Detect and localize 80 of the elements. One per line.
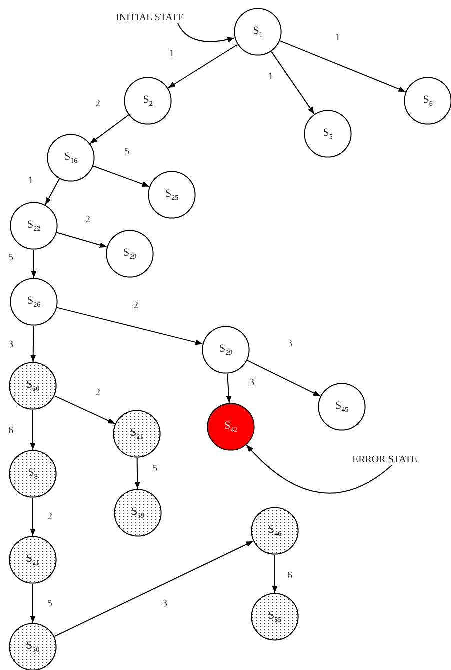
edge-label: 5 — [8, 252, 14, 264]
state-label: S$_{26}$ — [27, 294, 41, 310]
edge-label: 3 — [162, 598, 168, 610]
arrow — [44, 178, 60, 206]
arrow — [271, 51, 315, 115]
state-label: S$_{30}$ — [26, 378, 40, 394]
note-text: INITIAL STATE — [116, 12, 184, 24]
edge-label: 2 — [84, 214, 92, 226]
state-label: S$_{2}$ — [143, 94, 153, 108]
state-circle — [47, 134, 95, 182]
state-circle — [234, 8, 282, 56]
edge-label: 2 — [94, 388, 102, 398]
state-label: S$_{46}$ — [268, 524, 282, 538]
edge-label: 1 — [28, 176, 34, 186]
arrow — [280, 40, 406, 92]
edge-label: 3 — [8, 340, 14, 350]
curved-arrow — [178, 23, 236, 42]
state-label: S$_{16}$ — [64, 150, 78, 166]
edge-label: 5 — [152, 464, 158, 474]
arrow — [30, 498, 36, 536]
hatched-state-circle — [9, 362, 57, 410]
state-label: S$_{22}$ — [27, 218, 41, 234]
arrow — [272, 554, 278, 594]
hatched-state-circle — [113, 410, 161, 458]
state-circle — [148, 171, 196, 219]
arrow — [168, 44, 238, 89]
edge-label: 1 — [334, 32, 342, 44]
edge-label: 5 — [124, 146, 130, 158]
state-circle — [318, 383, 366, 431]
edge-label: 6 — [8, 426, 14, 436]
arrow — [226, 373, 232, 404]
note-text: ERROR STATE — [352, 454, 418, 466]
arrow — [56, 307, 204, 346]
state-circle — [124, 77, 172, 125]
edge-label: 2 — [94, 98, 102, 110]
state-label: S$_{85}$ — [268, 610, 282, 624]
arrow — [30, 326, 36, 362]
state-label: S$_{42}$ — [224, 420, 238, 434]
error-state-circle — [207, 403, 255, 451]
edge-label: 5 — [46, 598, 54, 610]
curved-arrow — [246, 444, 392, 494]
hatched-state-circle — [9, 450, 57, 498]
state-circle — [10, 202, 58, 250]
hatched-state-circle — [9, 536, 57, 584]
state-label: S$_{8}$ — [28, 466, 38, 482]
state-label: S$_{5}$ — [323, 126, 333, 142]
state-label: S$_{45}$ — [335, 400, 349, 414]
state-label: S$_{1}$ — [253, 24, 263, 40]
state-circle — [106, 230, 154, 278]
hatched-state-circle — [251, 593, 299, 641]
state-label: S$_{21}$ — [26, 552, 40, 568]
hatched-state-circle — [251, 507, 299, 555]
arrow — [31, 250, 37, 278]
state-label: S$_{29}$ — [219, 342, 233, 358]
arrow — [30, 584, 36, 624]
edge-label: 2 — [132, 300, 140, 312]
state-label: S$_{25}$ — [165, 188, 179, 202]
arrow — [134, 458, 140, 490]
edge-label: 3 — [248, 378, 256, 388]
edge-label: 1 — [268, 72, 274, 82]
edge-label: 6 — [286, 570, 294, 582]
state-label: S$_{6}$ — [423, 94, 433, 108]
edge-label: 3 — [286, 338, 294, 350]
state-circle — [304, 110, 352, 158]
arrow — [90, 114, 130, 144]
state-circle — [10, 278, 58, 326]
edge-label: 2 — [46, 512, 54, 522]
state-label: S$_{29}$ — [123, 246, 137, 262]
state-label: S$_{39}$ — [131, 506, 145, 520]
arrow — [54, 396, 116, 424]
arrow — [56, 232, 108, 248]
state-label: S$_{30}$ — [26, 640, 40, 654]
arrow — [93, 166, 150, 188]
state-label: S$_{21}$ — [130, 426, 144, 442]
edge-label: 1 — [168, 48, 176, 60]
arrow — [54, 540, 254, 638]
arrow — [247, 360, 321, 397]
arrow — [30, 410, 36, 450]
state-circle — [202, 326, 250, 374]
hatched-state-circle — [114, 489, 162, 537]
